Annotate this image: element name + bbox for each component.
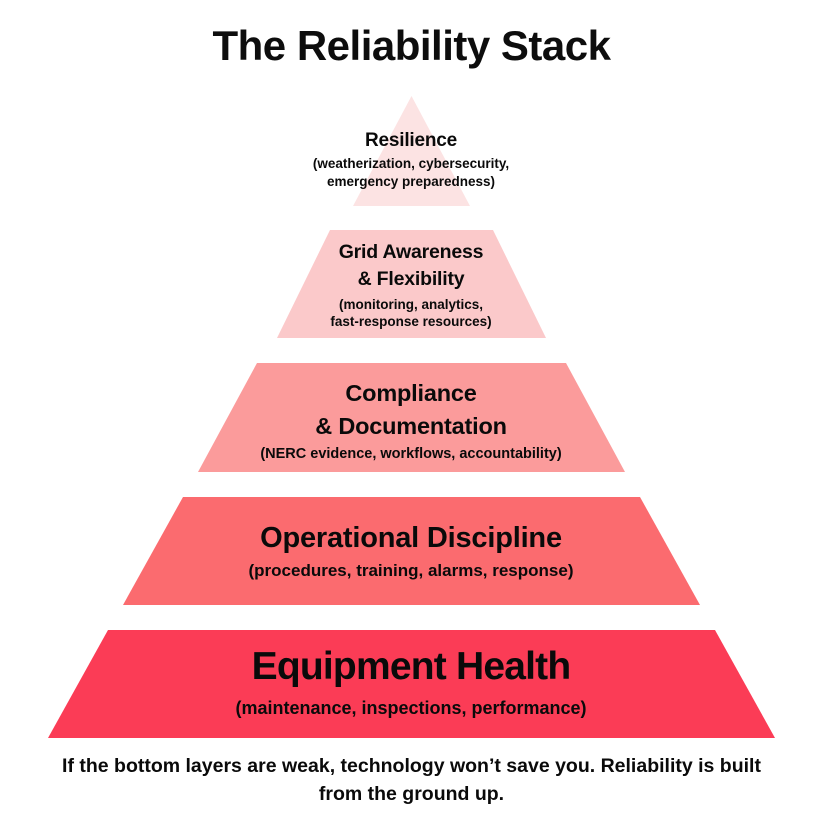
pyramid-tier-4-shape[interactable] — [123, 497, 700, 605]
pyramid-tier-5-shape[interactable] — [48, 630, 775, 738]
page-title: The Reliability Stack — [212, 22, 611, 69]
pyramid-tier-3-shape[interactable] — [198, 363, 625, 472]
pyramid-tier-1-shape[interactable] — [353, 96, 470, 206]
pyramid-tier-2-shape[interactable] — [277, 230, 546, 338]
footer-caption: If the bottom layers are weak, technolog… — [62, 755, 761, 806]
